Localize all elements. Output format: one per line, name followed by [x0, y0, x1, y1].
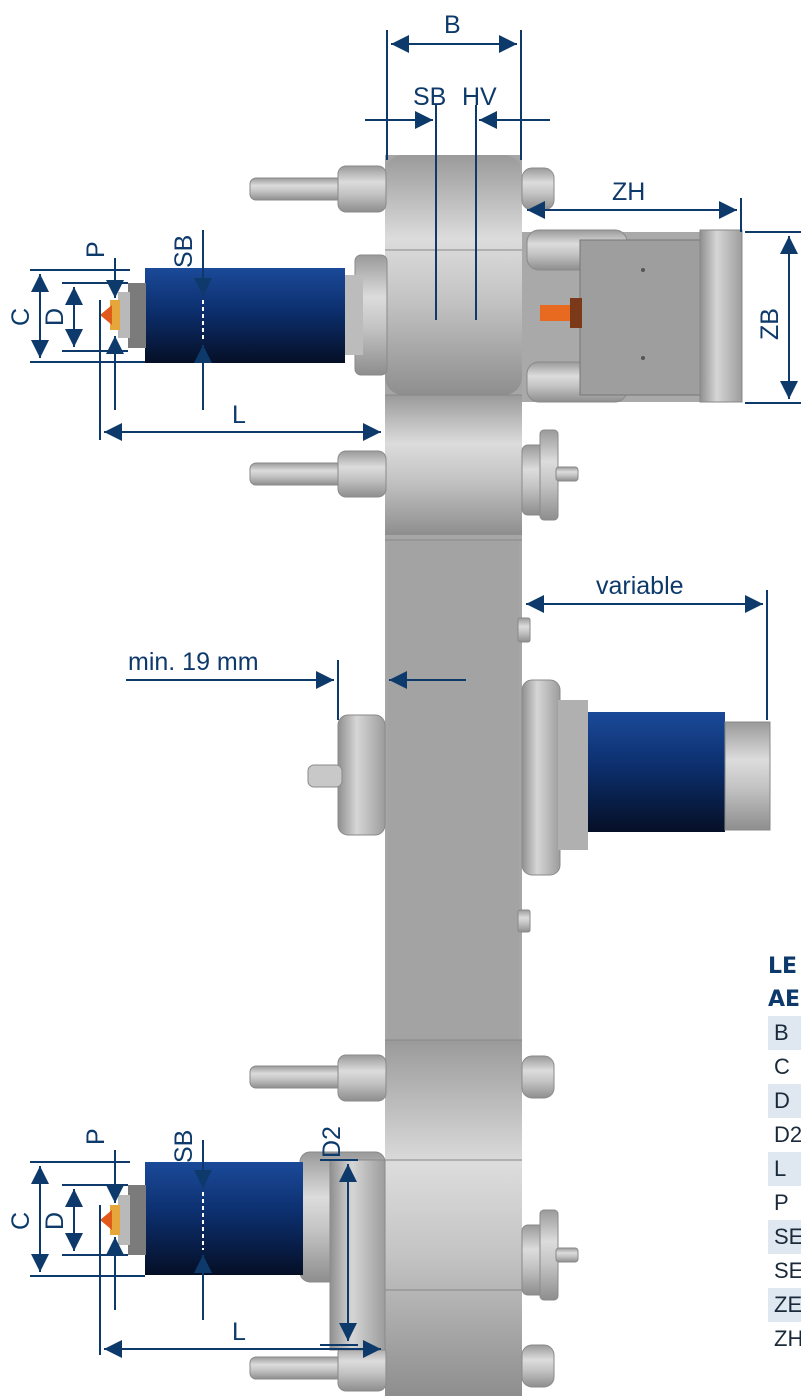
- dim-label-b: B: [444, 11, 461, 39]
- legend-table: LE AE B C D D2 L P SE SE ZE ZH: [768, 950, 801, 1356]
- legend-row: D2: [774, 1122, 801, 1147]
- legend-title-line1: LE: [768, 954, 798, 979]
- dim-label-l-lower: L: [232, 1318, 246, 1346]
- dim-label-l-upper: L: [232, 401, 246, 429]
- legend-row: P: [774, 1190, 789, 1215]
- dim-label-c-lower: C: [7, 1212, 35, 1230]
- legend-row: D: [768, 1084, 801, 1118]
- legend-row: B: [768, 1016, 801, 1050]
- upper-right-gripper: [522, 229, 743, 403]
- legend-row: SE: [768, 1220, 801, 1254]
- middle-right-actuator: [521, 679, 771, 876]
- legend-row: C: [774, 1054, 790, 1079]
- dimension-lines: [30, 30, 801, 1358]
- dim-label-variable: variable: [596, 572, 684, 600]
- dim-label-c-upper: C: [7, 308, 35, 326]
- dim-label-sb-top: SB: [413, 83, 446, 111]
- dim-label-min-19: min. 19 mm: [128, 648, 259, 676]
- upper-left-actuator: [100, 254, 388, 376]
- legend-row: ZH: [774, 1326, 801, 1351]
- dim-label-zb: ZB: [756, 308, 784, 340]
- legend-row: ZE: [768, 1288, 801, 1322]
- legend-row: L: [768, 1152, 801, 1186]
- dim-label-zh: ZH: [612, 178, 645, 206]
- dim-label-p-lower: P: [82, 1128, 110, 1145]
- legend-row: SE: [774, 1258, 801, 1283]
- dim-label-d-upper: D: [41, 308, 69, 326]
- dim-label-d-lower: D: [41, 1212, 69, 1230]
- dim-label-sb-upper: SB: [170, 235, 198, 268]
- main-body: [385, 155, 522, 1396]
- dim-label-d2: D2: [318, 1126, 346, 1158]
- dim-label-hv: HV: [462, 83, 497, 111]
- legend-title-line2: AE: [768, 987, 801, 1012]
- dim-label-sb-lower: SB: [170, 1130, 198, 1163]
- middle-left-flange: [307, 714, 386, 836]
- mounting-pins: [249, 165, 579, 1392]
- dim-label-p-upper: P: [82, 241, 110, 258]
